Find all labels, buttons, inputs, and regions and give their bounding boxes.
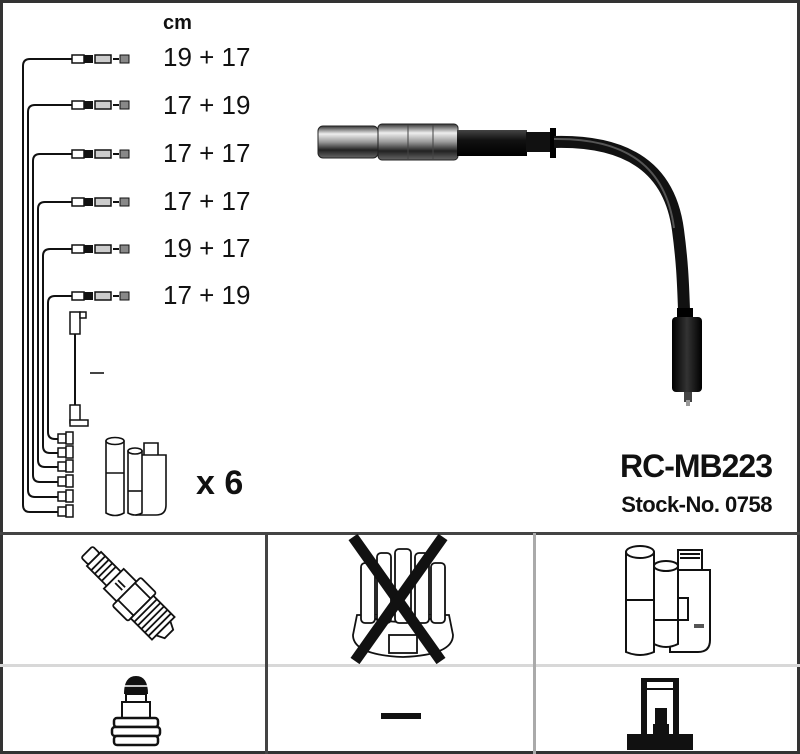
part-number: RC-MB223 <box>619 448 773 484</box>
not-applicable-dash <box>381 713 421 719</box>
ignition-coil-icon <box>625 545 711 656</box>
grid-row-divider <box>0 664 800 667</box>
cable-length-1: 19 + 17 <box>163 42 251 72</box>
grid-col-divider-2 <box>533 533 536 754</box>
plug-terminal-icon <box>110 676 162 747</box>
stock-number: Stock-No. 0758 <box>621 492 772 517</box>
unit-label: cm <box>163 12 192 34</box>
quantity-label: x 6 <box>196 464 244 502</box>
cable-length-4: 17 + 17 <box>163 186 251 216</box>
coil-terminal-icon <box>627 678 693 750</box>
cable-length-3: 17 + 17 <box>163 138 251 168</box>
grid-col-divider-1 <box>265 533 268 754</box>
cable-length-6: 17 + 19 <box>163 280 251 310</box>
cable-length-2: 17 + 19 <box>163 90 251 120</box>
spark-plug-icon <box>81 546 176 641</box>
cable-bundle-schematic-icon <box>22 54 130 518</box>
ignition-coil-small-icon <box>105 436 167 517</box>
distributor-cap-not-applicable-icon <box>348 533 454 665</box>
coil-lead-length-dash <box>90 372 104 374</box>
ignition-cable-photo <box>317 123 702 406</box>
section-divider <box>0 532 800 535</box>
cable-length-5: 19 + 17 <box>163 233 251 263</box>
